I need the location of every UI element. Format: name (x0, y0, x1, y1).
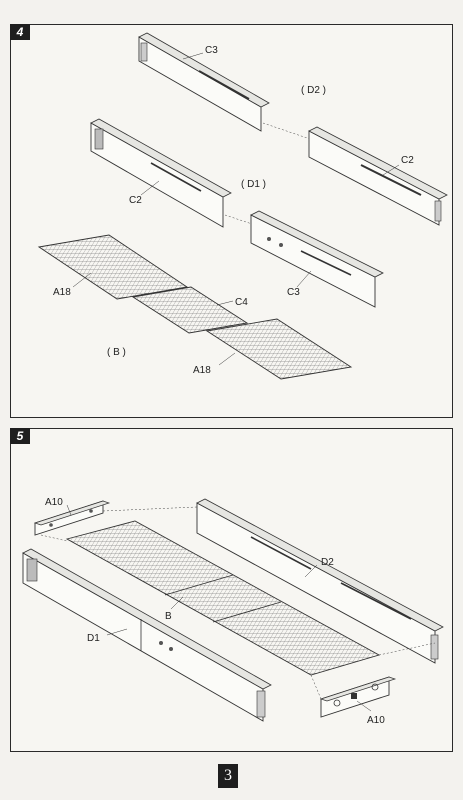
rail-c3-mid (250, 210, 384, 308)
label-d1: D1 (87, 633, 100, 644)
rail-c3-top (138, 32, 270, 132)
rail-c2-right (308, 126, 448, 226)
floor-panel-a18-left (37, 234, 189, 300)
label-c4: C4 (235, 297, 248, 308)
label-c2-right: C2 (401, 155, 414, 166)
rail-c2-left (90, 118, 232, 228)
label-a10-bottom: A10 (367, 715, 385, 726)
label-d2: D2 (321, 557, 334, 568)
label-d2: ( D2 ) (301, 85, 326, 96)
floor-panel-a18-bottom (205, 318, 353, 380)
label-a18-left: A18 (53, 287, 71, 298)
step-5-panel: 5 (10, 428, 453, 752)
rail-d2 (196, 498, 444, 664)
label-c3-mid: C3 (287, 287, 300, 298)
label-b: ( B ) (107, 347, 126, 358)
label-a18-bottom: A18 (193, 365, 211, 376)
label-c2-left: C2 (129, 195, 142, 206)
step-4-panel: 4 (10, 24, 453, 418)
label-a10-top: A10 (45, 497, 63, 508)
step-5-illustration: A10 D2 B D1 A10 (22, 497, 444, 726)
label-d1: ( D1 ) (241, 179, 266, 190)
label-c3-top: C3 (205, 45, 218, 56)
step-number-badge: 5 (10, 428, 30, 444)
label-b: B (165, 611, 172, 622)
step-number-badge: 4 (10, 24, 30, 40)
end-cap-a10-top (33, 500, 111, 536)
floor-panel-c4 (131, 286, 249, 334)
step-4-illustration: C3 ( D2 ) C2 ( D1 ) C2 C3 A18 C4 ( B ) A… (37, 32, 448, 380)
end-cap-a10-bottom (319, 676, 397, 718)
rail-d1 (22, 548, 272, 722)
page-number: 3 (218, 764, 238, 788)
